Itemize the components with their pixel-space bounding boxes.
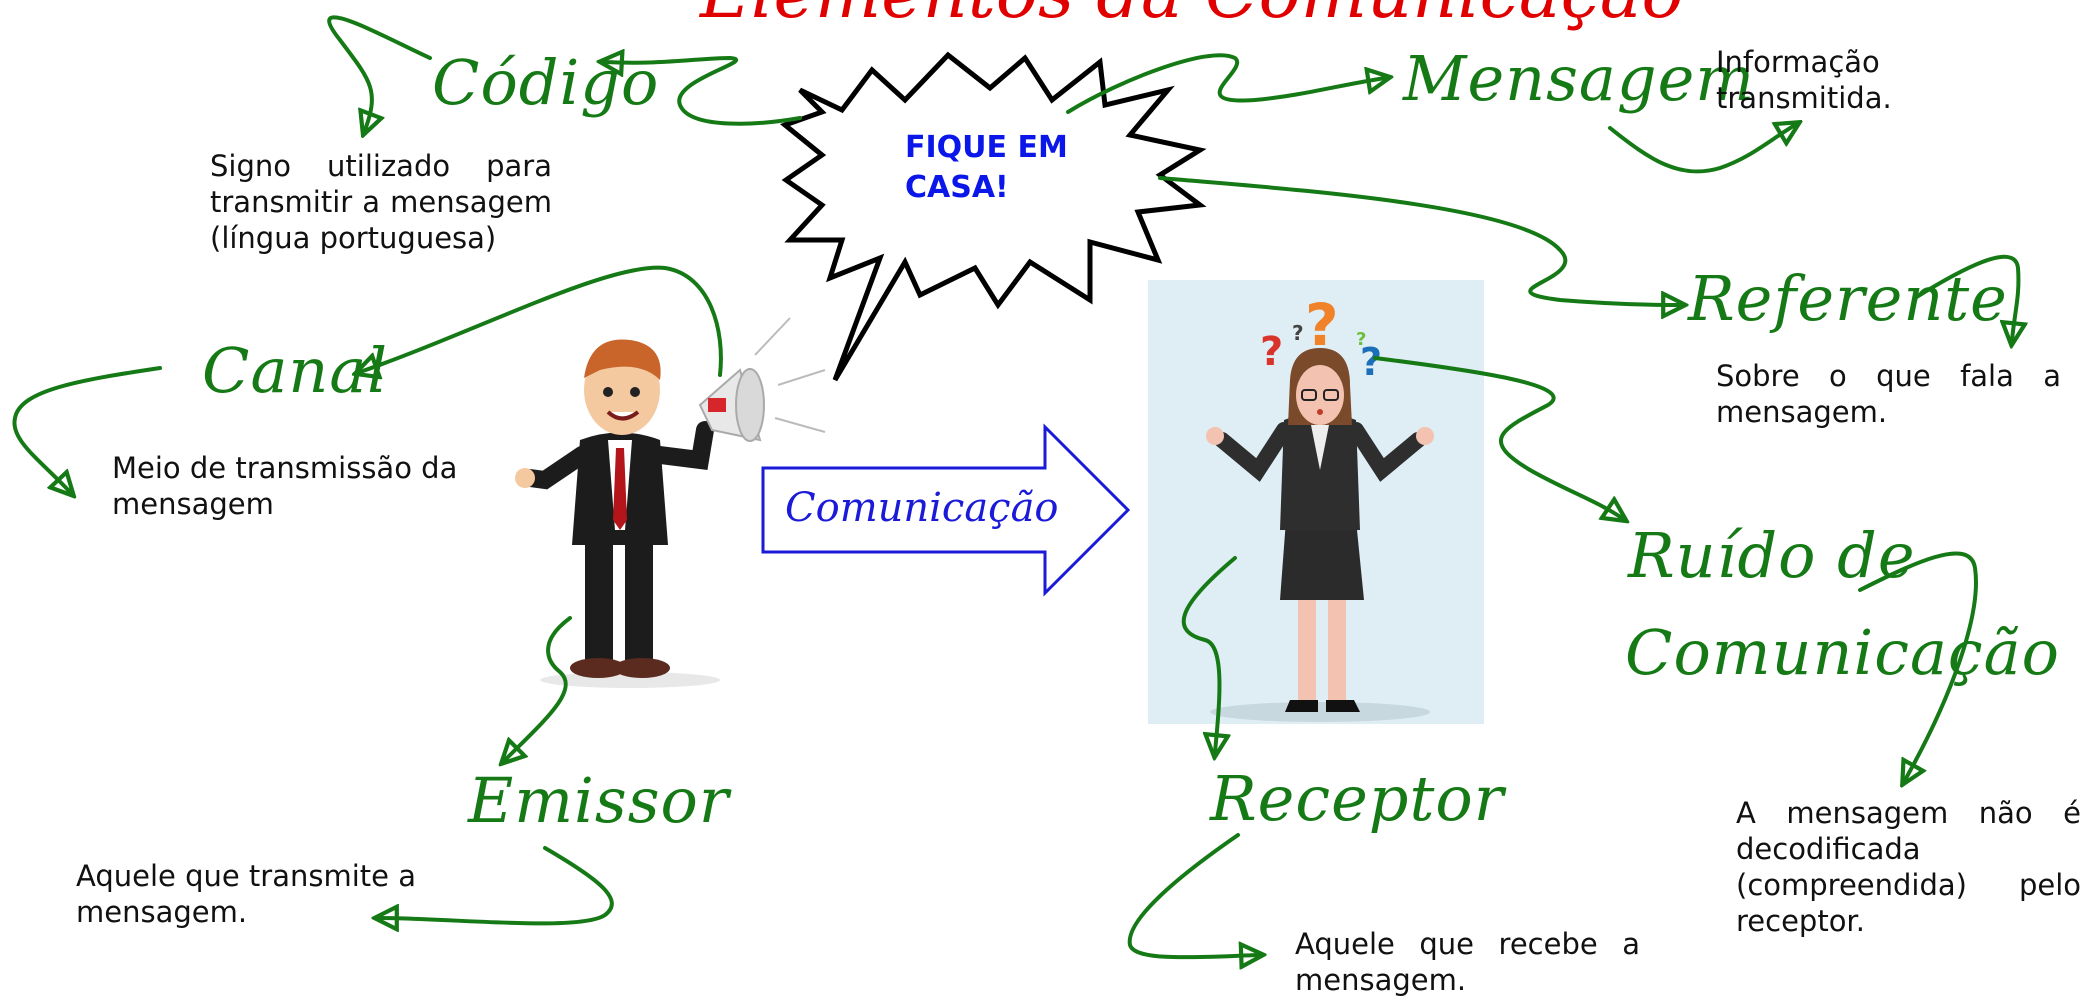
receptor-illustration: ? ? ? ? ? bbox=[1148, 280, 1484, 724]
connector-bubble-mensagem bbox=[1066, 53, 1385, 114]
term-codigo: Código bbox=[432, 46, 660, 119]
desc-ruido: A mensagem não é decodificada (compreend… bbox=[1736, 796, 2081, 938]
connector-codigo-top bbox=[327, 15, 432, 130]
desc-receptor: Aquele que recebe a mensagem. bbox=[1295, 927, 1640, 997]
communication-arrow bbox=[761, 423, 1131, 597]
sound-lines bbox=[754, 317, 826, 433]
connector-megaphone-canal bbox=[360, 265, 723, 375]
emissor-illustration bbox=[515, 339, 765, 688]
bubble-text-line2: CASA! bbox=[905, 170, 1009, 205]
bubble-text-line1: FIQUE EM bbox=[905, 130, 1068, 165]
svg-text:?: ? bbox=[1356, 329, 1366, 350]
connector-bubble-referente bbox=[1158, 176, 1680, 305]
connector-canal-desc bbox=[12, 366, 162, 492]
connector-figure-emissor bbox=[505, 616, 572, 760]
connector-referente-desc bbox=[1913, 254, 2018, 340]
connector-head-ruido bbox=[1373, 356, 1622, 518]
term-receptor: Receptor bbox=[1210, 762, 1505, 835]
term-ruido-line2: Comunicação bbox=[1625, 616, 2060, 689]
term-emissor: Emissor bbox=[468, 764, 730, 837]
connector-codigo-bubble bbox=[605, 58, 802, 126]
term-mensagem: Mensagem bbox=[1403, 42, 1756, 115]
svg-text:?: ? bbox=[1305, 291, 1339, 359]
term-ruido-line1: Ruído de bbox=[1628, 519, 1916, 592]
desc-codigo: Signo utilizado para transmitir a mensag… bbox=[210, 149, 552, 255]
svg-text:?: ? bbox=[1292, 321, 1304, 345]
term-canal: Canal bbox=[202, 334, 389, 407]
speech-bubble bbox=[779, 51, 1207, 382]
desc-mensagem: Informação transmitida. bbox=[1716, 45, 1892, 115]
svg-text:?: ? bbox=[1360, 340, 1382, 384]
desc-emissor: Aquele que transmite a mensagem. bbox=[76, 859, 416, 929]
desc-referente: Sobre o que fala a mensagem. bbox=[1716, 359, 2061, 429]
connector-figure-receptor bbox=[1181, 556, 1237, 752]
page-title: Elementos da Comunicação bbox=[700, 0, 1684, 34]
desc-canal: Meio de transmissão da mensagem bbox=[112, 451, 458, 521]
connector-emissor-desc bbox=[380, 846, 614, 923]
connector-receptor-desc bbox=[1127, 833, 1258, 957]
term-referente: Referente bbox=[1688, 262, 2008, 335]
svg-text:?: ? bbox=[1260, 329, 1283, 375]
bubble-text: FIQUE EM CASA! bbox=[905, 128, 1085, 208]
arrow-label: Comunicação bbox=[785, 485, 1059, 531]
connectors bbox=[12, 15, 2018, 957]
connector-ruido-desc bbox=[1858, 551, 1978, 780]
connector-mensagem-desc bbox=[1608, 125, 1795, 174]
